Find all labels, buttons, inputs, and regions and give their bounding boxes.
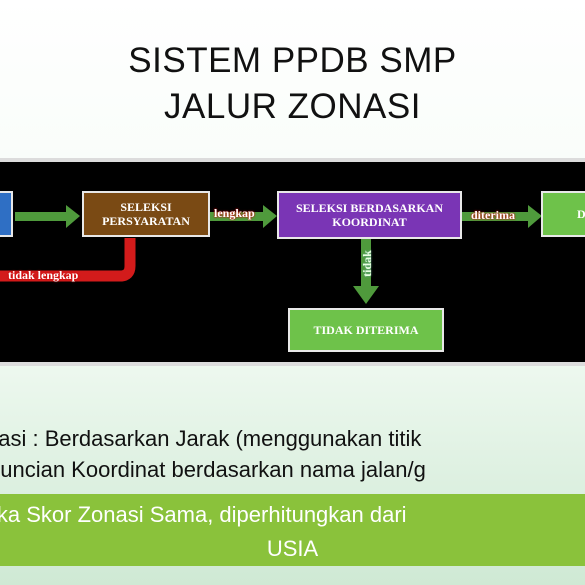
note-line-2: USIA xyxy=(266,536,319,561)
arrow-persyaratan-to-koordinat xyxy=(210,212,264,221)
flowchart-arrows xyxy=(0,205,542,304)
arrow-tidak-lengkap xyxy=(0,238,136,282)
label-lengkap: lengkap xyxy=(214,206,255,220)
flow-box-tidak-diterima: TIDAK DITERIMA xyxy=(288,308,444,352)
note-band xyxy=(0,494,585,566)
label-tidak: tidak xyxy=(359,250,374,277)
flow-box-seleksi-persyaratan: SELEKSI PERSYARATAN xyxy=(82,191,210,237)
arrowhead-persyaratan-to-koordinat xyxy=(263,205,277,228)
flow-box-diterima: D xyxy=(541,191,585,237)
arrow-start-to-persyaratan xyxy=(15,212,67,221)
arrow-koordinat-to-diterima xyxy=(462,212,529,221)
flow-box-start xyxy=(0,191,13,237)
arrowhead-koordinat-to-tidak-diterima xyxy=(353,286,379,304)
page-title-line-1: SISTEM PPDB SMP xyxy=(128,41,457,80)
description-line-1: nasi : Berdasarkan Jarak (menggunakan ti… xyxy=(0,426,422,451)
flowchart-panel: SELEKSI PERSYARATAN SELEKSI BERDASARKAN … xyxy=(0,158,585,366)
arrowhead-koordinat-to-diterima xyxy=(528,205,542,228)
page-title-line-2: JALUR ZONASI xyxy=(164,87,421,126)
description-line-2: guncian Koordinat berdasarkan nama jalan… xyxy=(0,457,426,482)
arrowhead-start-to-persyaratan xyxy=(66,205,80,228)
arrow-koordinat-to-tidak-diterima xyxy=(361,239,371,287)
label-diterima: diterima xyxy=(471,208,515,222)
note-line-1: ika Skor Zonasi Sama, diperhitungkan dar… xyxy=(0,502,407,527)
flow-box-seleksi-koordinat: SELEKSI BERDASARKAN KOORDINAT xyxy=(277,191,462,239)
label-tidak-lengkap: tidak lengkap xyxy=(8,268,79,282)
